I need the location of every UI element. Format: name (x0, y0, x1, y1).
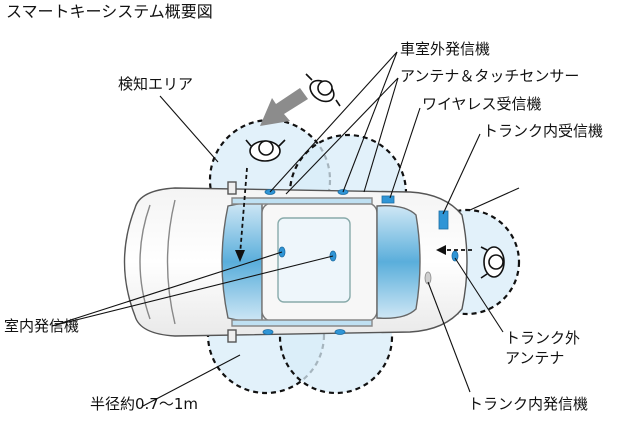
person-icon (480, 246, 505, 279)
approach-arrows (239, 167, 475, 256)
person-icon (245, 139, 286, 162)
side-window-left (231, 197, 373, 205)
arrow-icon (260, 88, 308, 126)
door-antenna-rr (334, 329, 346, 335)
label-trunk-exterior-antenna-1: トランク外 (505, 329, 581, 347)
wireless-receiver-device (381, 195, 395, 204)
label-radius: 半径約0.7〜1m (90, 395, 199, 413)
trunk-int-transmitter-device (424, 271, 432, 285)
label-wireless-receiver: ワイヤレス受信機 (422, 95, 542, 113)
label-trunk-receiver: トランク内受信機 (483, 122, 604, 140)
trunk-ext-antenna-device (451, 250, 459, 262)
leader-lines (51, 51, 520, 407)
car (123, 181, 468, 343)
rear-window (376, 205, 421, 319)
mirror-left (227, 181, 237, 195)
label-detection-area: 検知エリア (118, 75, 194, 93)
mirror-right (227, 329, 237, 343)
label-exterior-transmitter: 車室外発信機 (400, 40, 491, 58)
side-window-right (231, 319, 373, 327)
label-antenna-touch-sensor: アンテナ＆タッチセンサー (400, 67, 580, 85)
door-antenna-fr (262, 329, 274, 335)
label-trunk-interior-transmitter: トランク内発信機 (468, 395, 589, 413)
trunk-receiver-device (438, 210, 449, 230)
page-title: スマートキーシステム概要図 (6, 2, 213, 21)
label-trunk-exterior-antenna-2: アンテナ (505, 349, 565, 367)
devices (262, 189, 459, 335)
hood-lines (139, 199, 176, 325)
label-interior-transmitter: 室内発信機 (4, 317, 80, 335)
sunroof (277, 217, 351, 303)
person-icon (305, 73, 341, 107)
